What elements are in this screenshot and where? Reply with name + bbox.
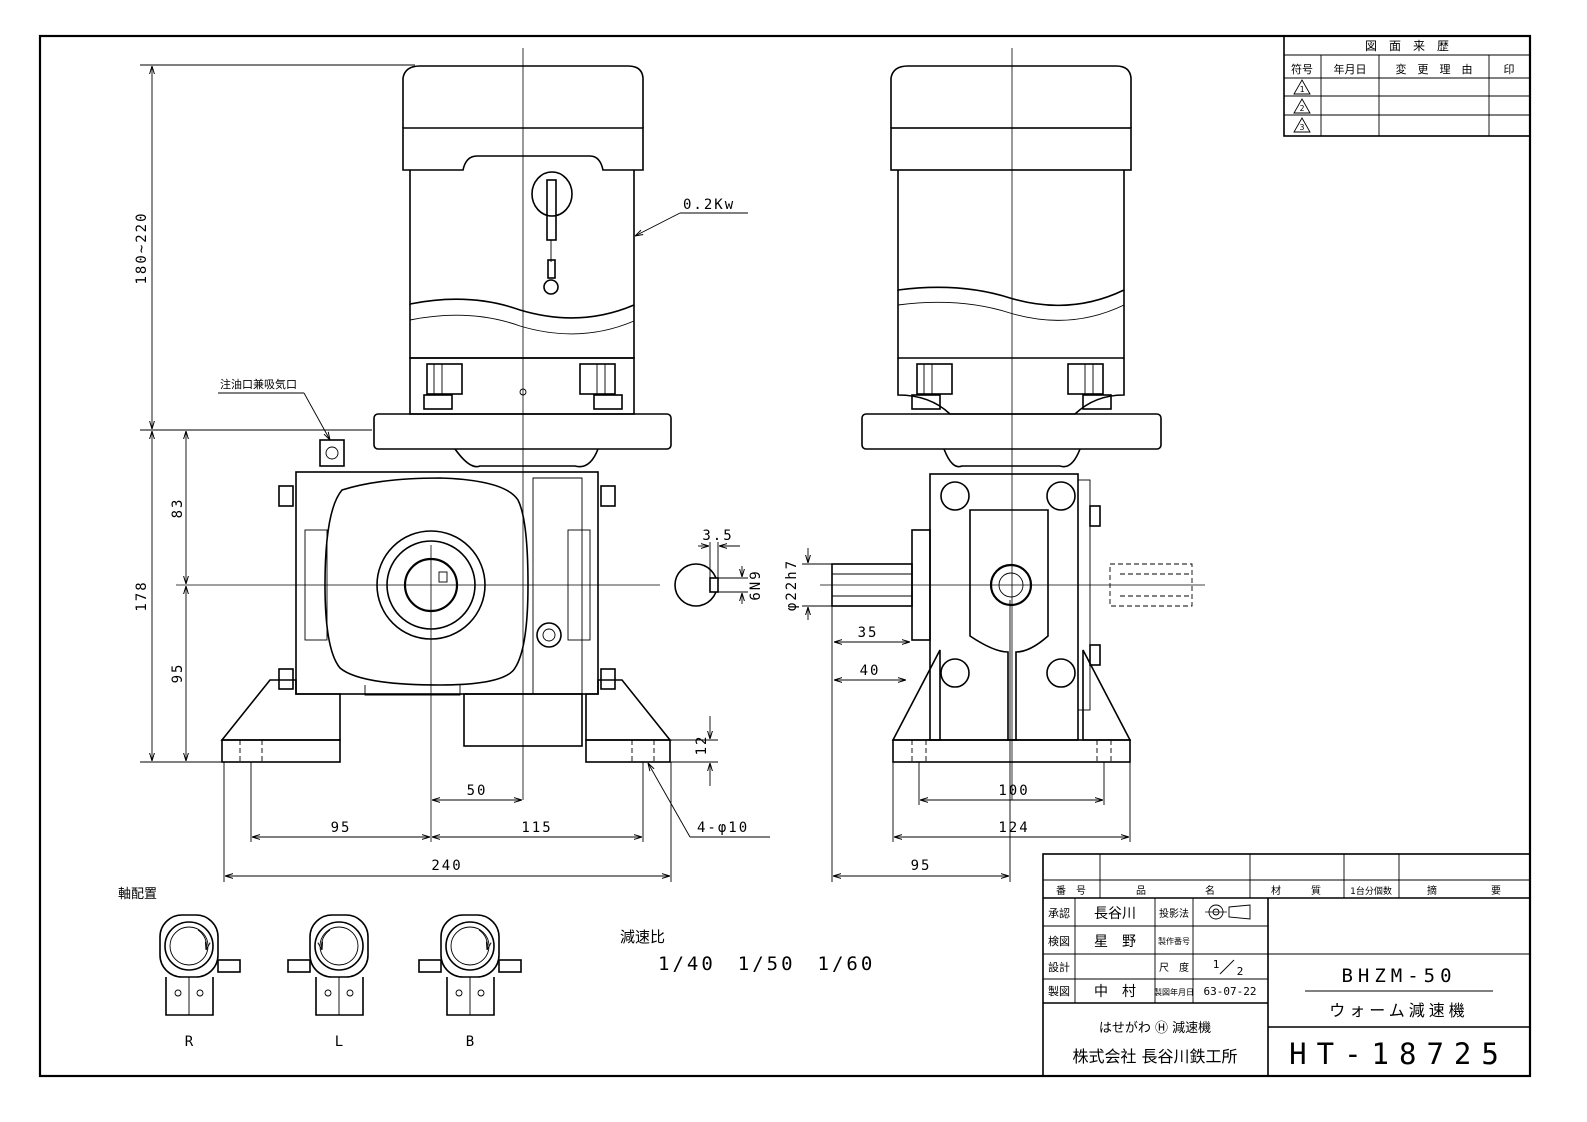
side-view xyxy=(820,48,1205,800)
tb-header-note-1: 摘 xyxy=(1427,884,1437,897)
svg-text:3: 3 xyxy=(1300,123,1305,132)
tb-header-material-1: 材 xyxy=(1271,884,1281,897)
arrangement-label-b: B xyxy=(466,1034,474,1050)
motor-flange xyxy=(373,413,672,450)
revision-header-reason: 変 更 理 由 xyxy=(1396,62,1473,76)
side-bolts-front xyxy=(278,485,616,690)
flange-bolt-side-right xyxy=(1067,363,1112,410)
arrangement-r-icon xyxy=(159,914,241,1016)
dim-key-width: 3.5 xyxy=(702,528,733,544)
tb-approve-name: 長谷川 xyxy=(1094,906,1136,922)
dim-foot-thickness: 12 xyxy=(694,735,710,756)
tb-scale-value: 1 2 xyxy=(1213,958,1244,978)
arrangement-label-r: R xyxy=(185,1034,194,1050)
dim-total-240: 240 xyxy=(431,858,462,874)
tb-header-material-2: 質 xyxy=(1311,884,1321,897)
revision-title: 図 面 来 歴 xyxy=(1365,39,1449,53)
dim-side-95: 95 xyxy=(911,858,932,874)
dim-left-95: 95 xyxy=(331,820,352,836)
dim-upper-half: 83 xyxy=(170,498,186,519)
tb-brand-line: はせがわ Ⓗ 減速機 xyxy=(1099,1020,1211,1036)
motor-flange-side xyxy=(861,413,1162,450)
gearbox-foot-side xyxy=(891,649,1132,763)
dim-offset-50: 50 xyxy=(467,783,488,799)
projection-symbol-icon xyxy=(1205,904,1251,920)
tb-model: BHZM-50 xyxy=(1341,965,1456,987)
tb-company: 株式会社 長谷川鉄工所 xyxy=(1072,1047,1237,1066)
svg-text:1: 1 xyxy=(1300,85,1305,94)
label-power: 0.2Kw xyxy=(683,197,735,213)
dim-base-height: 178 xyxy=(134,580,150,611)
side-dimensions: φ22h7 35 40 100 124 95 xyxy=(784,548,1131,882)
tb-header-number: 番 号 xyxy=(1056,885,1086,897)
motor-body xyxy=(409,170,635,415)
revision-header-stamp: 印 xyxy=(1504,63,1515,76)
tb-header-note-2: 要 xyxy=(1491,885,1501,897)
arrangement-label-l: L xyxy=(335,1034,343,1050)
label-mounting-holes: 4-φ10 xyxy=(697,820,749,836)
tb-date-label: 製図年月日 xyxy=(1154,987,1194,997)
gearbox-housing xyxy=(295,471,599,695)
tb-number-label: 製作番号 xyxy=(1158,936,1190,946)
dim-shaft-35: 35 xyxy=(858,625,879,641)
svg-text:2: 2 xyxy=(1300,104,1305,113)
motor-fan-cover xyxy=(402,65,644,171)
flange-bolt-side-left xyxy=(911,363,953,410)
arrangement-l-icon xyxy=(287,914,369,1016)
dim-side-124: 124 xyxy=(998,820,1029,836)
front-view xyxy=(176,48,672,842)
tb-design-label: 設計 xyxy=(1048,960,1070,974)
oil-port-icon xyxy=(319,439,345,467)
tb-draw-label: 製図 xyxy=(1048,984,1070,998)
tb-check-label: 検図 xyxy=(1048,934,1070,948)
revision-triangle-icon: 1 xyxy=(1293,79,1311,95)
arrangement-b-icon xyxy=(418,914,522,1016)
tb-header-name-1: 品 xyxy=(1136,885,1146,897)
drawing-border xyxy=(38,34,1532,1078)
shaft-arrangement: 軸配置 R L xyxy=(118,887,522,1050)
revision-triangle-icon: 3 xyxy=(1293,117,1311,133)
revision-table: 図 面 来 歴 符号 年月日 変 更 理 由 印 1 2 3 xyxy=(1283,35,1531,137)
dim-key-fit: 6N9 xyxy=(748,569,764,600)
front-dimensions: 180~220 178 83 95 0.2Kw 注油口兼吸気口 12 50 95… xyxy=(134,64,770,882)
gearbox-foot-front xyxy=(220,679,672,763)
flange-bolt-right xyxy=(579,363,623,410)
tb-approve-label: 承認 xyxy=(1048,906,1070,920)
dim-pitch-115: 115 xyxy=(521,820,552,836)
svg-text:2: 2 xyxy=(1237,965,1244,978)
dim-shaft-40: 40 xyxy=(860,663,881,679)
dim-lower-half: 95 xyxy=(170,663,186,684)
dim-shaft-diameter: φ22h7 xyxy=(784,559,800,611)
label-oil-port: 注油口兼吸気口 xyxy=(220,377,297,391)
revision-header-symbol: 符号 xyxy=(1291,63,1313,76)
tb-drawing-number: HT-18725 xyxy=(1289,1037,1509,1071)
tb-scale-label: 尺 度 xyxy=(1159,961,1189,974)
output-shaft-front xyxy=(376,530,486,640)
arrangement-title: 軸配置 xyxy=(118,887,157,902)
svg-text:1: 1 xyxy=(1213,958,1220,971)
tb-header-quantity: 1台分個数 xyxy=(1350,885,1392,897)
ratio-values: 1/40 1/50 1/60 xyxy=(658,953,875,975)
shaft-key-detail: 3.5 6N9 xyxy=(674,528,764,607)
flange-bolt-left xyxy=(423,363,463,410)
tb-date-value: 63-07-22 xyxy=(1204,985,1257,998)
tb-product: ウォーム減速機 xyxy=(1329,1001,1469,1020)
ratio-label: 減速比 xyxy=(620,928,665,946)
tb-projection-label: 投影法 xyxy=(1159,907,1189,920)
output-shaft-side xyxy=(831,563,1193,607)
tb-header-name-2: 名 xyxy=(1205,884,1215,897)
dim-motor-height: 180~220 xyxy=(134,211,150,284)
dim-side-100: 100 xyxy=(998,783,1029,799)
tb-draw-name: 中 村 xyxy=(1094,984,1136,1000)
tb-check-name: 星 野 xyxy=(1094,934,1136,950)
title-block: 番 号 品 名 材 質 1台分個数 摘 要 承認 長谷川 検図 星 野 設計 製… xyxy=(1042,853,1531,1077)
revision-triangle-icon: 2 xyxy=(1293,98,1311,114)
motor-fan-cover-side xyxy=(890,65,1132,171)
revision-header-date: 年月日 xyxy=(1334,62,1367,76)
